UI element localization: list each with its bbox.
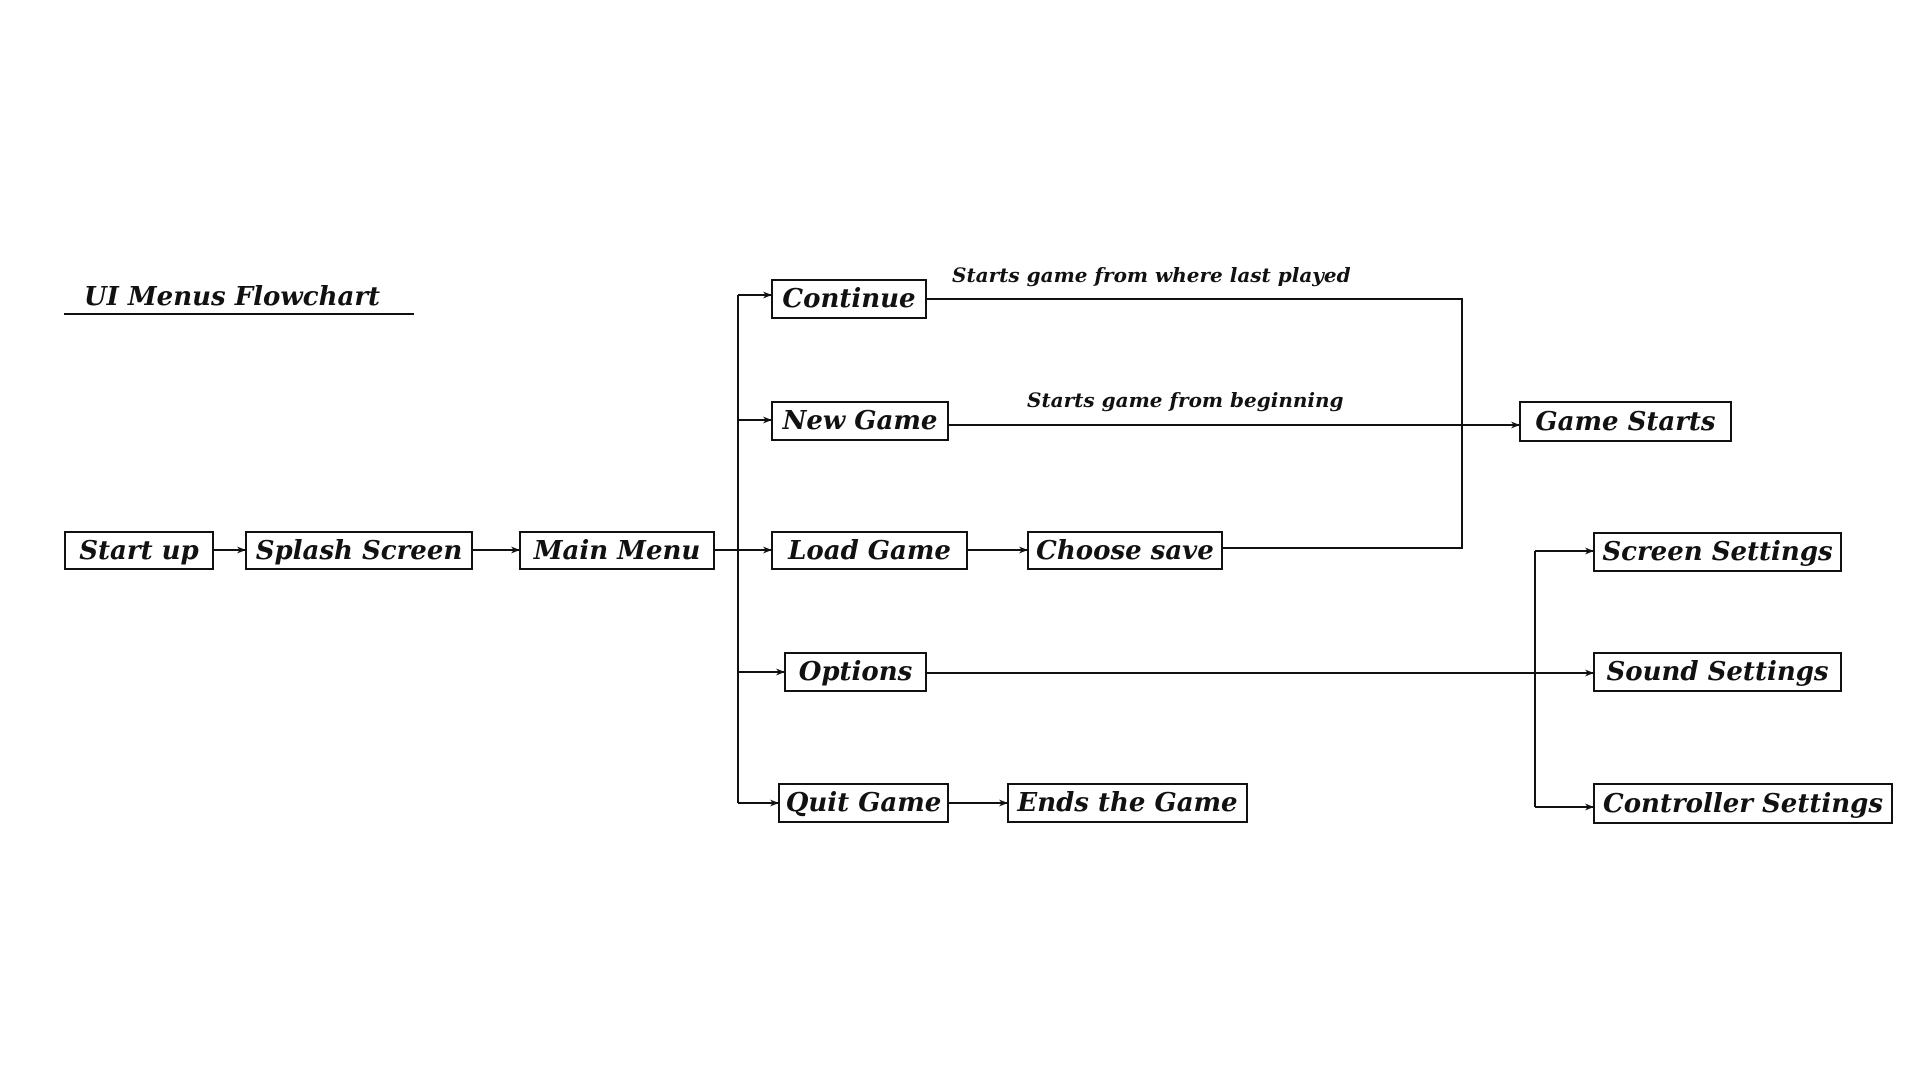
node-quit-game[interactable]: Quit Game [778,783,949,823]
node-ends-the-game[interactable]: Ends the Game [1007,783,1248,823]
node-sound-settings[interactable]: Sound Settings [1593,652,1842,692]
node-options[interactable]: Options [784,652,927,692]
node-load-game[interactable]: Load Game [771,531,968,570]
node-screen-settings[interactable]: Screen Settings [1593,532,1842,572]
new-game-note: Starts game from beginning [1027,388,1344,412]
node-game-starts[interactable]: Game Starts [1519,401,1732,442]
line-choose-save-to-game-starts [1222,425,1463,549]
continue-note: Starts game from where last played [952,263,1351,287]
node-new-game[interactable]: New Game [771,401,949,441]
node-choose-save[interactable]: Choose save [1027,531,1223,570]
diagram-title: UI Menus Flowchart [64,282,414,315]
node-controller-settings[interactable]: Controller Settings [1593,783,1893,824]
node-start-up[interactable]: Start up [64,531,214,570]
node-main-menu[interactable]: Main Menu [519,531,715,570]
node-continue[interactable]: Continue [771,279,927,319]
node-splash-screen[interactable]: Splash Screen [245,531,473,570]
line-continue-to-game-starts [926,298,1463,425]
